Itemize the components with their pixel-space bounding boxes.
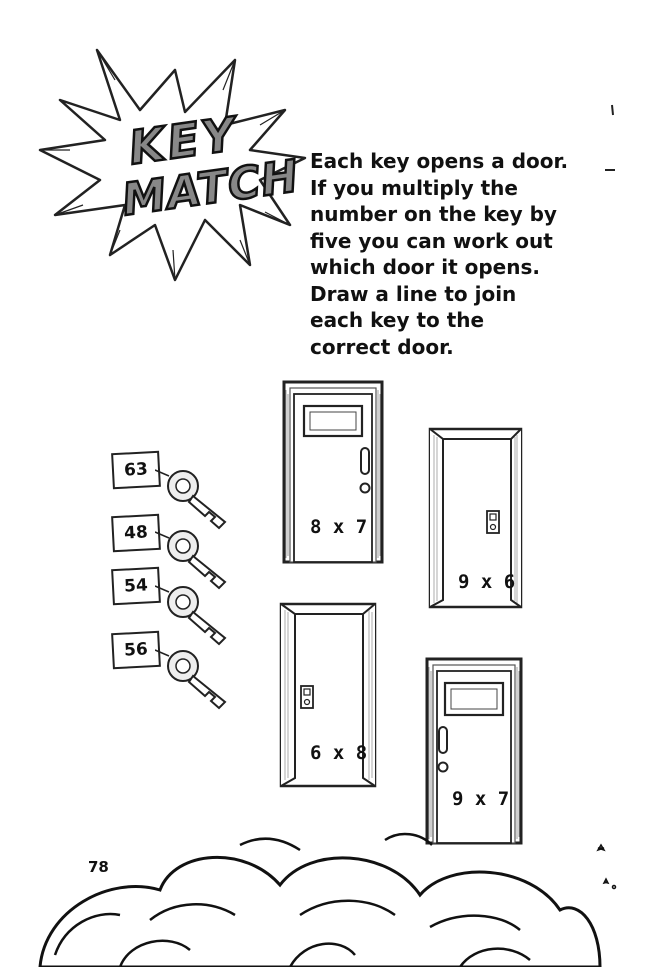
instruction-line: correct door. [310,334,454,359]
key-icon[interactable] [155,460,235,535]
key-tag: 63 [111,450,161,490]
cloud-border [38,832,617,967]
key-icon[interactable] [155,576,235,651]
instruction-line: Each key opens a door. [310,149,569,173]
instruction-line: each key to the [310,308,485,332]
key-icon[interactable] [155,520,235,595]
key-tag: 56 [111,630,161,670]
key-tag-label: 63 [123,459,149,481]
decorative-dashes [605,104,615,171]
sparkle-icon [596,843,617,890]
key-tag: 54 [111,566,161,606]
instruction-line: number on the key by [310,202,557,226]
instruction-line: five you can work out [310,228,553,253]
door-1[interactable] [282,380,386,566]
door-3[interactable] [275,600,380,790]
instruction-line: Draw a line to join [310,281,517,306]
key-tag-label: 56 [123,639,149,661]
door-3-label: 6 x 8 [310,742,368,764]
door-1-label: 8 x 7 [310,516,368,538]
instruction-line: If you multiply the [310,175,518,200]
door-2-label: 9 x 6 [458,571,516,593]
title-burst: KEY MATCH [38,48,307,282]
key-tag-label: 48 [123,522,149,544]
page-number: 78 [88,858,109,876]
key-tag-label: 54 [123,575,149,597]
burst-speed-lines [40,49,291,281]
instruction-line: which door it opens. [310,255,540,279]
key-icon[interactable] [155,640,235,715]
door-2[interactable] [425,425,525,610]
key-tag: 48 [111,513,161,553]
door-4[interactable] [425,657,525,847]
door-4-label: 9 x 7 [452,788,510,810]
instructions: Each key opens a door. If you multiply t… [310,148,640,360]
